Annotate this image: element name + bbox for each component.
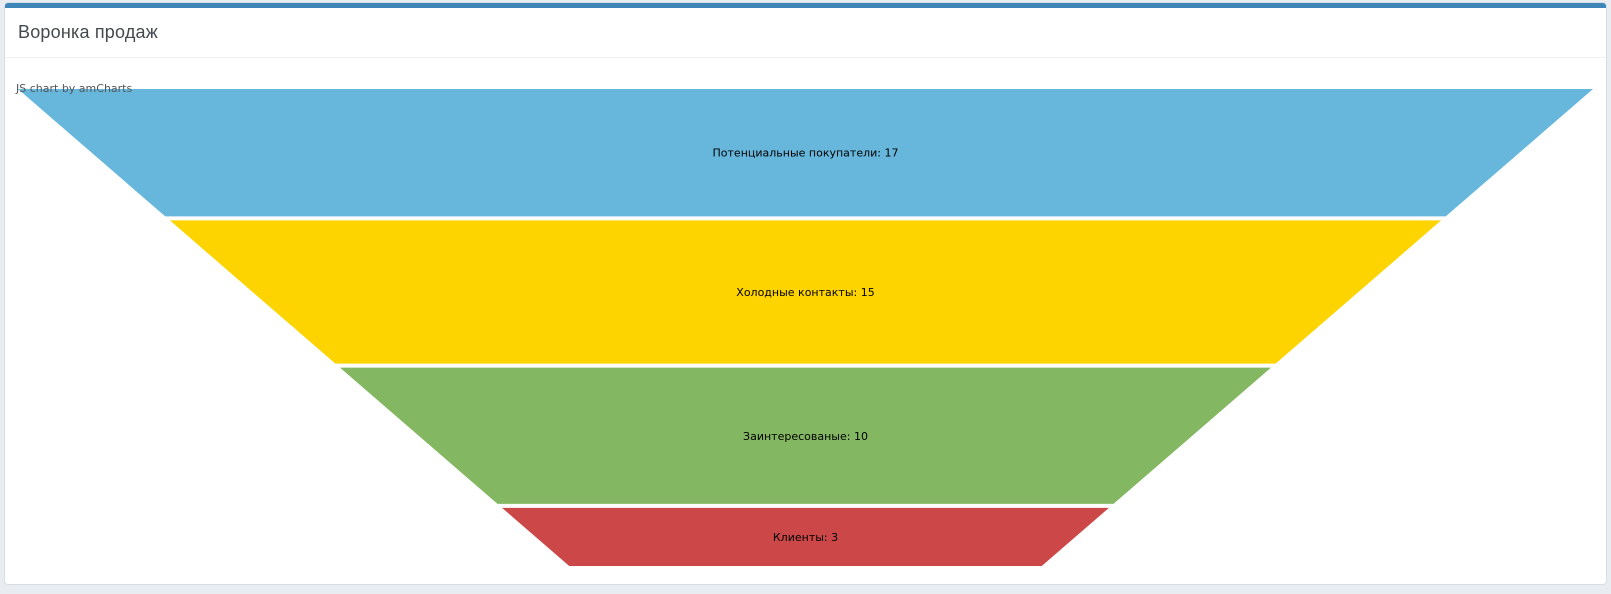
amcharts-watermark-link[interactable]: JS chart by amCharts — [16, 82, 133, 95]
funnel-chart: Потенциальные покупатели: 17 Холодные кон… — [18, 89, 1593, 566]
funnel-slice-label-1: Холодные контакты: 15 — [736, 286, 874, 299]
funnel-chart-area: JS chart by amCharts Потенциальные покуп… — [5, 58, 1606, 585]
funnel-slice-0[interactable] — [18, 89, 1593, 217]
funnel-slice-2[interactable] — [340, 367, 1271, 504]
funnel-slice-1[interactable] — [169, 220, 1442, 364]
page-title: Воронка продаж — [18, 22, 158, 42]
funnel-slice-label-0: Потенциальные покупатели: 17 — [713, 147, 899, 160]
card-header: Воронка продаж — [5, 8, 1606, 58]
funnel-slice-label-3: Клиенты: 3 — [773, 531, 838, 544]
card-accent-bar — [5, 3, 1606, 8]
funnel-slice-3[interactable] — [502, 507, 1109, 566]
chart-card: Воронка продаж JS chart by amCharts Поте… — [4, 2, 1607, 585]
funnel-slice-label-2: Заинтересованые: 10 — [743, 430, 868, 443]
